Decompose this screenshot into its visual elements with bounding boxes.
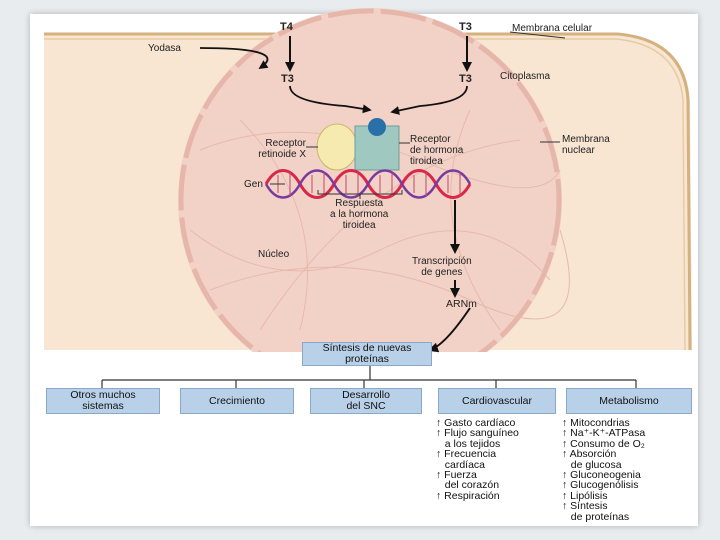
- t3-left-arrow: [289, 85, 372, 114]
- metab-effect: de proteínas: [562, 510, 630, 523]
- metab-effect: ↑ Gluconeogenia: [562, 469, 641, 482]
- cell-membrane: [44, 32, 692, 351]
- cardio-effect: ↑ Flujo sanguíneo: [436, 427, 519, 440]
- respuesta-label: Respuesta a la hormona tiroidea: [330, 198, 389, 231]
- category-metabolismo: Metabolismo: [566, 388, 692, 414]
- membrana-celular-leader: [509, 31, 566, 39]
- metab-effects-list: ↑ Mitocondrias ↑ Na⁺-K⁺-ATPasa ↑ Consumo…: [562, 417, 646, 523]
- dna-strand-2: [264, 169, 472, 199]
- metab-effect: ↑ Síntesis: [562, 500, 608, 513]
- t4-label: T4: [280, 21, 293, 33]
- citoplasma-label: Citoplasma: [500, 71, 551, 82]
- cardio-effect: ↑ Gasto cardíaco: [436, 417, 516, 429]
- hormone-shape: [368, 118, 386, 136]
- cardio-effect: ↑ Frecuencia: [436, 448, 497, 461]
- cardio-effect: cardíaca: [436, 458, 486, 471]
- metab-effect: ↑ Lipólisis: [562, 489, 608, 502]
- t3-top-label: T3: [459, 21, 472, 33]
- metab-effect: ↑ Glucogenólisis: [562, 479, 639, 492]
- metab-effect: ↑ Absorción: [562, 448, 617, 461]
- cardio-effect: ↑ Respiración: [436, 489, 500, 502]
- yodasa-arrow: [199, 47, 269, 69]
- receptor-x-shape: [316, 123, 358, 171]
- arnm-label: ARNm: [446, 298, 477, 310]
- dna-rungs: [277, 172, 461, 196]
- receptor-tiroidea-label: Receptor de hormona tiroidea: [410, 134, 464, 167]
- membrana-celular-label: Membrana celular: [512, 23, 593, 34]
- protein-arrow: [428, 307, 471, 353]
- category-otros: Otros muchos sistemas: [46, 388, 160, 414]
- sintesis-box: Síntesis de nuevas proteínas: [302, 342, 432, 366]
- cardio-effect: del corazón: [436, 479, 500, 492]
- nuclear-fibers: [189, 109, 570, 331]
- nucleo-label: Núcleo: [258, 249, 290, 260]
- metab-effect: ↑ Na⁺-K⁺-ATPasa: [562, 427, 646, 440]
- gen-label: Gen: [244, 179, 263, 190]
- category-crecimiento: Crecimiento: [180, 388, 294, 414]
- tree-connectors: [101, 364, 637, 388]
- category-cardiovascular: Cardiovascular: [438, 388, 556, 414]
- cell-membrane-inner: [44, 38, 686, 351]
- transcripcion-label: Transcripción de genes: [412, 256, 472, 278]
- t3-right-arrow: [390, 85, 468, 115]
- metab-effect: ↑ Mitocondrias: [562, 417, 630, 429]
- t3-left-label: T3: [281, 73, 294, 85]
- cardio-effects-list: ↑ Gasto cardíaco ↑ Flujo sanguíneo a los…: [436, 417, 519, 502]
- yodasa-label: Yodasa: [148, 43, 181, 54]
- category-snc: Desarrollo del SNC: [310, 388, 422, 414]
- metab-effect: de glucosa: [562, 458, 622, 471]
- membrana-nuclear-label: Membrana nuclear: [562, 134, 610, 156]
- metab-effect: ↑ Consumo de O₂: [562, 437, 645, 450]
- nucleus: [178, 8, 562, 392]
- cardio-effect: ↑ Fuerza: [436, 469, 477, 482]
- cardio-effect: a los tejidos: [436, 437, 501, 450]
- t3-right-label: T3: [459, 73, 472, 85]
- receptor-x-label: Receptor retinoide X: [258, 138, 306, 160]
